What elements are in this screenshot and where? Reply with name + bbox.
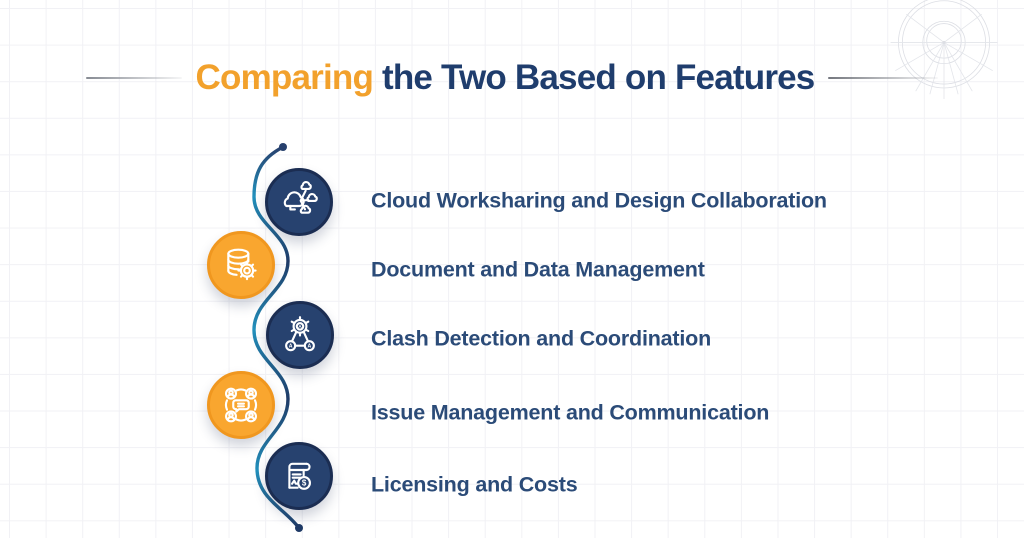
title-left-line bbox=[85, 77, 182, 79]
svg-text:A: A bbox=[307, 344, 311, 350]
feature-1-circle bbox=[265, 168, 333, 236]
page-title: Comparing the Two Based on Features bbox=[195, 58, 816, 98]
feature-5-circle: $ bbox=[265, 442, 333, 510]
licensing-costs-icon: $ bbox=[288, 462, 311, 490]
svg-text:A: A bbox=[298, 324, 302, 330]
feature-3-circle: A A A bbox=[266, 301, 334, 369]
feature-4-circle bbox=[207, 371, 275, 439]
svg-text:$: $ bbox=[302, 479, 307, 488]
feature-2-label: Document and Data Management bbox=[371, 257, 705, 282]
feature-3-label: Clash Detection and Coordination bbox=[371, 326, 712, 351]
svg-text:A: A bbox=[289, 344, 293, 350]
page-title-highlight: Comparing bbox=[195, 58, 374, 97]
title-right-line bbox=[828, 77, 939, 79]
page-title-rest: the Two Based on Features bbox=[381, 58, 815, 97]
feature-1-label: Cloud Worksharing and Design Collaborati… bbox=[371, 188, 827, 213]
feature-5-label: Licensing and Costs bbox=[371, 472, 578, 497]
feature-4-label: Issue Management and Communication bbox=[371, 400, 770, 425]
database-gear-icon bbox=[227, 248, 257, 281]
title-bar: Comparing the Two Based on Features bbox=[0, 58, 1024, 98]
clash-detection-icon: A A A bbox=[285, 316, 315, 352]
feature-2-circle bbox=[207, 231, 275, 299]
cloud-network-icon bbox=[283, 181, 318, 214]
issue-communication-icon bbox=[224, 387, 258, 423]
